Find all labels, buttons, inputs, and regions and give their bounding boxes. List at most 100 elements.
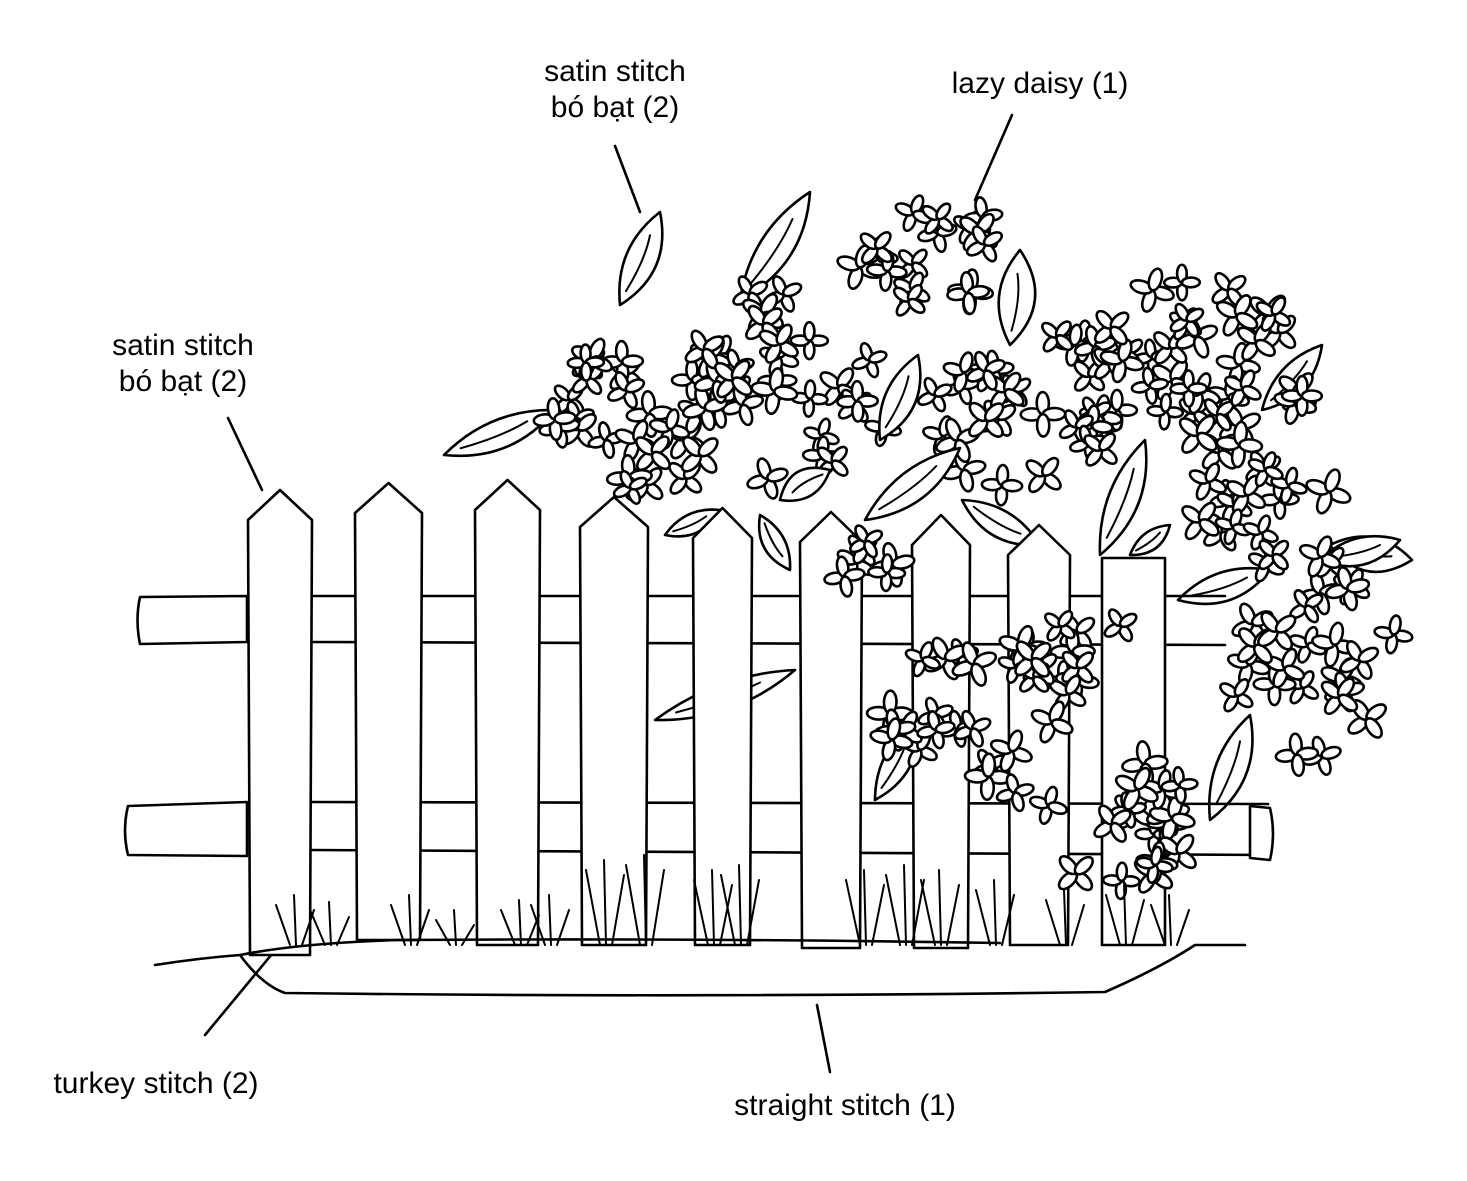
lazy-daisy-flower	[921, 202, 954, 235]
satin-leaf	[757, 513, 792, 572]
grass-tuft	[920, 869, 960, 946]
lazy-daisy-flower	[607, 370, 646, 410]
label-lazy-daisy: lazy daisy (1)	[930, 66, 1150, 102]
ground-top-line	[238, 938, 1002, 957]
lazy-daisy-flower	[867, 553, 907, 593]
lazy-daisy-flower	[836, 379, 880, 423]
lazy-daisy-flower	[968, 401, 1005, 438]
lazy-daisy-flower	[1255, 296, 1292, 332]
lazy-daisy-flower	[980, 463, 1024, 507]
lazy-daisy-flower	[1014, 640, 1052, 678]
pointer-straight	[815, 1003, 832, 1074]
label-satin-top-line2: bó bạt (2)	[550, 91, 680, 124]
label-satin-left-line1: satin stitch	[112, 329, 254, 362]
lazy-daisy-flower	[1160, 766, 1199, 805]
lazy-daisy-flower	[963, 752, 1013, 802]
grass-tuft	[625, 854, 665, 946]
lazy-daisy-flower	[1083, 432, 1118, 467]
lazy-daisy-flower	[946, 271, 991, 316]
satin-leaf	[1098, 438, 1148, 557]
lazy-daisy-flower	[1324, 565, 1371, 612]
lazy-daisy-flower	[1093, 804, 1132, 843]
lazy-daisy-flower	[859, 231, 893, 265]
lazy-daisy-flower	[1025, 456, 1062, 494]
lazy-daisy-flower	[1114, 766, 1159, 811]
grass-tuft	[693, 869, 733, 946]
rail-upper-left	[136, 594, 249, 646]
lazy-daisy-flower	[1257, 611, 1297, 651]
lazy-daisy-flower	[1057, 854, 1095, 892]
rail-lower-left	[123, 800, 249, 858]
lazy-daisy-flower	[892, 283, 926, 317]
lazy-daisy-flower	[869, 717, 914, 762]
satin-leaf	[863, 446, 962, 522]
background-leaf	[738, 190, 812, 302]
lazy-daisy-flower	[1258, 539, 1290, 571]
lazy-daisy-flower	[1130, 366, 1170, 405]
lazy-daisy-flower	[1339, 640, 1380, 680]
turkey-stitch-grass	[275, 854, 1190, 946]
fence-rails	[123, 594, 1275, 862]
rail-lower-right-end	[1248, 804, 1275, 862]
grass-tuft	[585, 859, 625, 946]
lazy-daisy-flower	[1061, 650, 1095, 684]
grass-tuft	[845, 869, 885, 946]
lazy-daisy-flower	[1073, 325, 1117, 368]
lazy-daisy-flower	[648, 408, 691, 450]
label-turkey-text: turkey stitch (2)	[53, 1067, 259, 1100]
lazy-daisy-flower	[904, 641, 942, 678]
fence-pickets	[246, 478, 1167, 957]
lazy-daisy-flower	[953, 709, 992, 748]
lazy-daisy-flower	[1099, 338, 1145, 384]
lazy-daisy-flower	[612, 469, 648, 505]
lazy-daisy-flower	[823, 555, 866, 598]
lazy-daisy-flower	[1129, 267, 1175, 313]
lazy-daisy-flower	[1041, 320, 1074, 353]
pointer-satin-left	[226, 416, 264, 492]
lazy-daisy-flower	[1236, 322, 1276, 362]
lazy-daisy-flower	[1280, 374, 1324, 417]
lazy-daisy-flower	[1043, 609, 1076, 642]
lazy-daisy-flower	[587, 421, 626, 460]
lazy-daisy-flower	[1169, 302, 1205, 338]
lazy-daisy-flower	[758, 323, 799, 364]
grass-tuft	[975, 879, 1015, 946]
label-satin-top-line1: satin stitch	[544, 55, 686, 88]
lazy-daisy-flower	[1103, 608, 1138, 643]
satin-leaf	[1128, 523, 1172, 557]
lazy-daisy-flower	[851, 341, 888, 379]
lazy-daisy-flower	[965, 350, 1006, 391]
lazy-daisy-flower	[1219, 678, 1254, 713]
front-flower-clusters	[823, 524, 1199, 901]
pointer-lazy-daisy	[973, 113, 1014, 202]
satin-leaf	[878, 353, 922, 442]
grass-tuft	[720, 864, 760, 946]
grass-tuft	[310, 901, 350, 946]
ground-outline	[153, 943, 1247, 997]
lazy-daisy-flower	[916, 710, 956, 750]
background-leaf	[618, 210, 664, 307]
lazy-daisy-flower	[714, 359, 753, 399]
label-satin-left-line2: bó bạt (2)	[118, 365, 248, 398]
fence-picket	[353, 481, 424, 942]
fence-picket	[473, 478, 542, 947]
lazy-daisy-flower	[1030, 700, 1074, 744]
lazy-daisy-flower	[789, 320, 830, 361]
lazy-daisy-flower	[917, 376, 953, 413]
fence-picket	[798, 510, 864, 950]
lazy-daisy-flower	[1181, 501, 1220, 541]
lazy-daisy-flower	[803, 417, 840, 455]
label-satin-stitch-left: satin stitch bó bạt (2)	[88, 328, 278, 400]
lazy-daisy-flower	[1215, 294, 1259, 337]
lazy-daisy-flower	[1028, 785, 1069, 825]
label-satin-stitch-top: satin stitch bó bạt (2)	[520, 54, 710, 126]
lazy-daisy-flower	[790, 379, 829, 418]
lazy-daisy-flower	[1270, 466, 1308, 505]
background-leaf	[997, 248, 1037, 347]
lazy-daisy-flower	[989, 729, 1033, 773]
lazy-daisy-flower	[634, 435, 671, 472]
lazy-daisy-flower	[746, 457, 789, 500]
lazy-daisy-flower	[566, 343, 606, 383]
lazy-daisy-flower	[1162, 263, 1202, 302]
grass-tuft	[1150, 894, 1190, 946]
